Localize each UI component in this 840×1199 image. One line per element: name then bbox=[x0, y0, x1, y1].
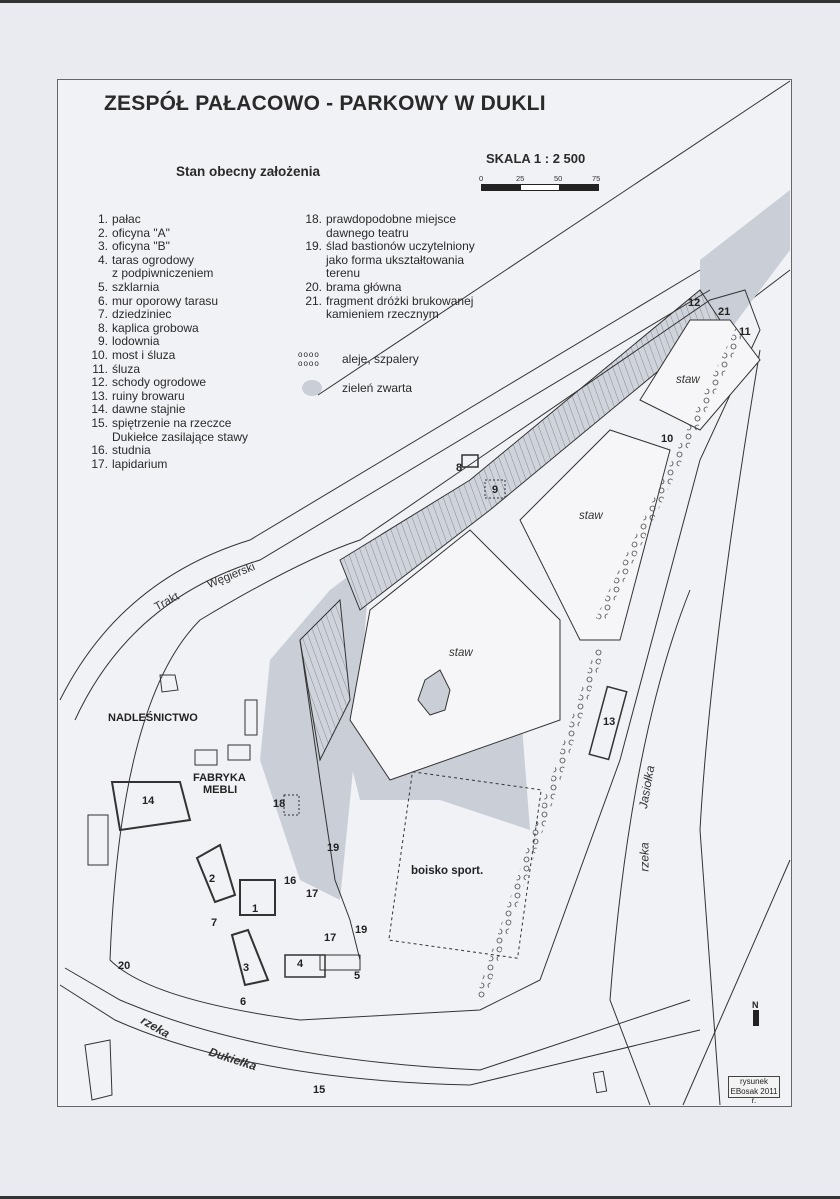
legend-item: 8.kaplica grobowa bbox=[97, 320, 199, 335]
legend-item: 21.fragment dróżki brukowanej kamieniem … bbox=[305, 293, 474, 322]
marker-1: 1 bbox=[252, 903, 259, 915]
marker-13: 13 bbox=[603, 716, 616, 728]
scale-tick: 75 bbox=[592, 174, 601, 183]
legend-item: 7.dziedziniec bbox=[97, 307, 172, 322]
marker-12: 12 bbox=[688, 297, 701, 309]
scale-tick: 0 bbox=[479, 174, 484, 183]
legend-item: 5.szklarnia bbox=[97, 279, 160, 294]
legend-symbol-label: zieleń zwarta bbox=[342, 381, 413, 395]
legend-item: 3.oficyna "B" bbox=[97, 239, 170, 254]
area-label-boisko: boisko sport. bbox=[411, 865, 484, 877]
north-arrow-icon bbox=[753, 1010, 759, 1026]
marker-17: 17 bbox=[306, 888, 319, 900]
credit-line: rysunek bbox=[739, 1077, 768, 1086]
pond-label: staw bbox=[676, 374, 700, 386]
scan-edge-bottom bbox=[0, 1196, 840, 1199]
subtitle: Stan obecny założenia bbox=[176, 164, 321, 179]
marker-20: 20 bbox=[118, 960, 131, 972]
dense-greenery-icon bbox=[302, 380, 322, 396]
marker-6: 6 bbox=[240, 996, 247, 1008]
marker-17b: 17 bbox=[324, 932, 337, 944]
marker-4: 4 bbox=[297, 958, 304, 970]
legend-item: 11.śluza bbox=[92, 361, 141, 376]
marker-3: 3 bbox=[243, 962, 250, 974]
legend-symbol-label: aleje, szpalery bbox=[342, 352, 419, 366]
marker-5: 5 bbox=[354, 970, 361, 982]
marker-11: 11 bbox=[739, 326, 751, 338]
legend-item: 2.oficyna "A" bbox=[97, 225, 170, 240]
pond-label: staw bbox=[579, 510, 603, 522]
area-label-fabryka: FABRYKA bbox=[193, 772, 246, 784]
area-label-mebli: MEBLI bbox=[203, 784, 238, 796]
scale-label: SKALA 1 : 2 500 bbox=[486, 151, 586, 166]
marker-8: 8 bbox=[456, 462, 463, 474]
pond-label: staw bbox=[449, 647, 473, 659]
marker-9: 9 bbox=[492, 484, 499, 496]
legend-item: 18.prawdopodobne miejsce dawnego teatru bbox=[305, 212, 457, 240]
area-label-nadlesnictwo: NADLEŚNICTWO bbox=[108, 712, 198, 724]
scale-tick: 50 bbox=[554, 174, 563, 183]
marker-18: 18 bbox=[273, 798, 286, 810]
marker-21: 21 bbox=[718, 306, 731, 318]
legend-item: 12.schody ogrodowe bbox=[91, 375, 207, 390]
legend-item: 15.spiętrzenie na rzeczce Dukiełce zasil… bbox=[91, 415, 249, 444]
legend-item: 16.studnia bbox=[91, 443, 151, 458]
river-label: rzeka bbox=[637, 842, 652, 872]
page-title: ZESPÓŁ PAŁACOWO - PARKOWY W DUKLI bbox=[104, 92, 546, 115]
north-label: N bbox=[752, 1000, 759, 1010]
scale-tick: 25 bbox=[516, 174, 525, 183]
marker-7: 7 bbox=[211, 917, 218, 929]
tree-row-icon: oooo oooo bbox=[298, 350, 320, 368]
legend-item: 6.mur oporowy tarasu bbox=[97, 293, 219, 308]
credit-line: EBosak 2011 r. bbox=[730, 1086, 778, 1106]
marker-19: 19 bbox=[327, 842, 340, 854]
legend-list: 1.pałac 2.oficyna "A" 3.oficyna "B" 4.ta… bbox=[84, 212, 249, 471]
scan-edge-top bbox=[0, 0, 840, 3]
legend-item: 1.pałac bbox=[97, 212, 141, 226]
legend-list-2: 18.prawdopodobne miejsce dawnego teatru … bbox=[298, 212, 475, 322]
legend-symbol-green: zieleń zwarta bbox=[298, 380, 412, 396]
marker-2: 2 bbox=[209, 873, 216, 885]
legend-item: 14.dawne stajnie bbox=[91, 402, 186, 417]
legend-item: 4.taras ogrodowy z podpiwniczeniem bbox=[97, 252, 214, 281]
marker-10: 10 bbox=[661, 433, 674, 445]
legend-item: 20.brama główna bbox=[305, 279, 402, 294]
marker-14: 14 bbox=[142, 795, 155, 807]
scale-bar bbox=[481, 184, 599, 191]
legend-item: 19.ślad bastionów uczytelniony jako form… bbox=[305, 239, 475, 281]
marker-15: 15 bbox=[313, 1084, 326, 1096]
author-credit: rysunek EBosak 2011 r. bbox=[728, 1076, 780, 1105]
marker-19b: 19 bbox=[355, 924, 368, 936]
legend-item: 10.most i śluza bbox=[91, 347, 176, 362]
legend-symbol-alleys: oooo oooo aleje, szpalery bbox=[298, 350, 419, 368]
legend-item: 9.lodownia bbox=[97, 334, 160, 349]
marker-16: 16 bbox=[284, 875, 297, 887]
legend-item: 17.lapidarium bbox=[91, 456, 168, 471]
legend-item: 13.ruiny browaru bbox=[91, 388, 185, 403]
